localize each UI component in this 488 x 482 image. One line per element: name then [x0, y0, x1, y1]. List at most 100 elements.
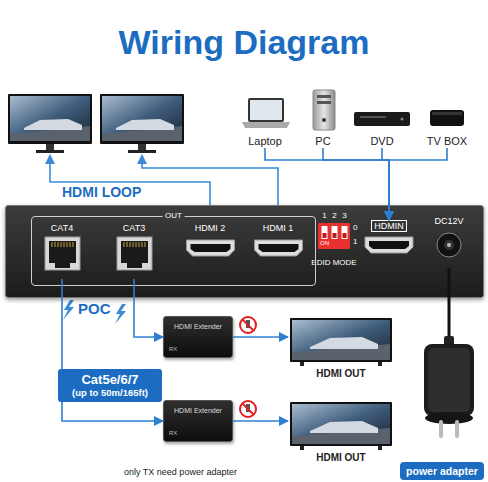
monitor — [102, 96, 182, 141]
dvd-player-icon — [360, 116, 386, 118]
annotation-label: 1 — [353, 237, 357, 247]
annotation-label: 0 — [353, 223, 357, 233]
dc-jack — [437, 233, 461, 257]
node-text: HDMI 2 — [195, 223, 226, 234]
tv-screen — [310, 337, 378, 349]
tv-display: HDMI OUT — [288, 316, 394, 380]
laptop-icon — [248, 98, 284, 122]
monitor — [36, 150, 64, 153]
tv-screen — [292, 320, 390, 360]
hdmi-port — [255, 240, 303, 256]
pc-tower-icon — [317, 101, 331, 104]
source-device: TV BOX — [418, 90, 476, 148]
node-text: CAT4 — [51, 223, 73, 234]
dvd-player-icon — [354, 112, 410, 126]
dip-switch — [332, 226, 338, 239]
node-text: HDMI Extender — [164, 407, 232, 415]
hdmi-loop-wire — [142, 155, 278, 205]
annotation-label: only TX need power adapter — [124, 467, 237, 478]
annotation-label: POC — [78, 300, 111, 317]
node-text: HDMI 1 — [263, 223, 294, 234]
node-text: RX — [169, 430, 177, 437]
node-text: PC — [315, 135, 330, 148]
node-text: DC12V — [434, 216, 463, 227]
tv-box-icon — [430, 110, 464, 126]
tv-screen — [290, 402, 392, 450]
pc-tower-icon — [313, 90, 335, 130]
laptop-icon — [242, 122, 290, 128]
node-text: HDMI OUT — [316, 451, 365, 464]
hdmi-loop-wire — [50, 155, 210, 205]
pc-tower-icon — [322, 118, 326, 122]
annotation-label: HDMI LOOP — [62, 184, 141, 200]
dip-switch — [343, 233, 347, 238]
hdmi-receiver: HDMI ExtenderRX — [163, 400, 233, 442]
node-text: CAT3 — [123, 223, 145, 234]
power-adapter-art — [455, 420, 459, 438]
node-text: DVD — [370, 135, 393, 148]
monitor — [46, 144, 54, 150]
poc-bolt — [63, 300, 74, 320]
node-text: OUT — [162, 211, 185, 221]
monitor — [138, 144, 146, 150]
diagram-title: Wiring Diagram — [0, 22, 488, 62]
monitor — [100, 94, 184, 144]
dc-jack — [444, 240, 454, 250]
no-power-icon — [243, 320, 254, 331]
tv-screen — [300, 446, 304, 450]
node-text: HDMI OUT — [316, 367, 365, 380]
connector — [448, 268, 451, 318]
monitor — [24, 119, 82, 130]
dip-switch — [323, 233, 327, 238]
dvd-player-icon — [354, 112, 410, 126]
power-adapter-art — [425, 412, 473, 424]
monitor — [8, 94, 92, 144]
node-text: EDID MODE — [301, 258, 367, 268]
source-device: Laptop — [236, 90, 294, 148]
dip-switch — [333, 233, 337, 238]
annotation-label: 1 — [321, 211, 328, 221]
dc-jack — [437, 233, 461, 257]
connector — [233, 420, 288, 422]
no-power-icon — [240, 317, 256, 333]
tv-screen — [378, 362, 382, 366]
dip-switch — [318, 223, 350, 249]
poc-bolt — [115, 304, 126, 324]
hdmi-loop-wire — [50, 155, 278, 205]
laptop-icon — [250, 100, 282, 120]
no-power-icon — [240, 317, 256, 333]
tv-screen — [310, 421, 378, 433]
dip-switch — [318, 223, 350, 249]
dvd-player-icon — [401, 118, 404, 121]
no-power-icon — [243, 404, 254, 415]
monitor — [128, 150, 156, 153]
monitor — [116, 119, 174, 130]
tv-box-icon — [430, 110, 464, 126]
tv-box-icon — [432, 112, 462, 115]
monitor — [8, 94, 92, 153]
power-adapter-art — [428, 348, 470, 412]
node-text: (up to 50m/165ft) — [72, 387, 148, 399]
node-text: Laptop — [248, 135, 282, 148]
tv-display: HDMI OUT — [288, 400, 394, 464]
rj45-port — [117, 237, 152, 270]
annotation-label: 3 — [341, 211, 348, 221]
power-adapter-art — [424, 344, 474, 416]
connector — [233, 336, 288, 338]
source-device: DVD — [352, 90, 412, 148]
tv-screen — [290, 318, 392, 362]
dip-switch — [342, 226, 348, 239]
cable-spec-box: Cat5e/6/7(up to 50m/165ft) — [58, 369, 162, 402]
tv-screen — [290, 318, 392, 366]
node-text: Cat5e/6/7 — [81, 372, 138, 387]
annotation-label: 2 — [331, 211, 338, 221]
monitor — [100, 94, 184, 153]
laptop-icon — [242, 98, 290, 128]
poc-bolt — [63, 300, 126, 324]
node-text: HDMI Extender — [164, 323, 232, 331]
power-adapter-art — [439, 420, 443, 438]
pc-tower-icon — [313, 90, 335, 130]
